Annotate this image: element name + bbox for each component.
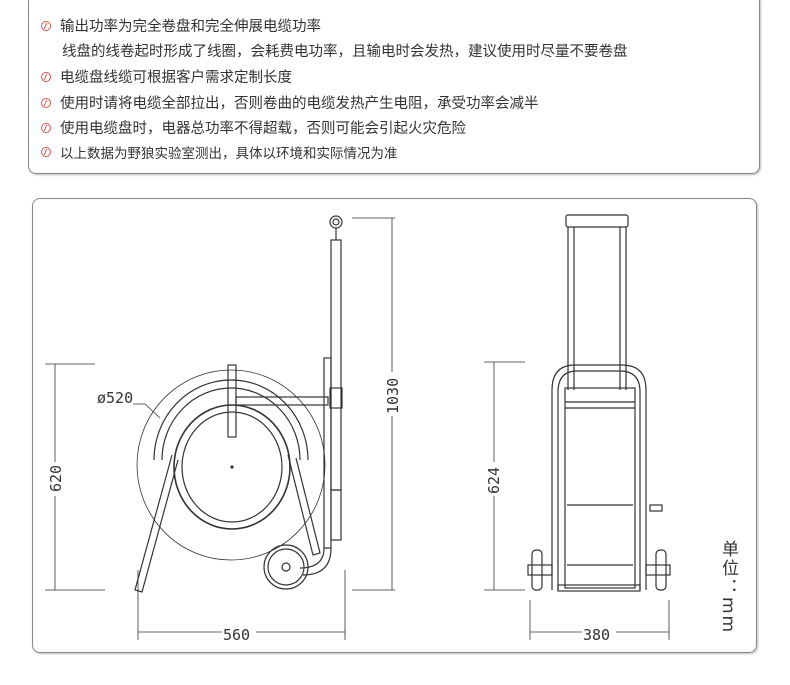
center-post bbox=[227, 364, 237, 438]
reel-hub-inner bbox=[181, 411, 283, 523]
note-item: 使用时请将电缆全部拉出，否则卷曲的电缆发热产生电阻，承受功率会减半 bbox=[41, 92, 539, 113]
bullet-icon bbox=[41, 147, 51, 157]
bullet-icon bbox=[41, 20, 51, 31]
note-text: 使用时请将电缆全部拉出，否则卷曲的电缆发热产生电阻，承受功率会减半 bbox=[60, 96, 539, 112]
front-view bbox=[484, 214, 671, 640]
side-view bbox=[45, 215, 395, 640]
rear-leg bbox=[287, 454, 321, 556]
left-wheel bbox=[531, 549, 543, 591]
arch-frame bbox=[153, 379, 309, 461]
drawing-panel bbox=[32, 198, 757, 653]
bullet-icon bbox=[41, 71, 51, 82]
note-text: 以上数据为野狼实验室测出，具体以环境和实际情况为准 bbox=[60, 146, 398, 162]
reel-hub bbox=[173, 404, 291, 530]
note-text: 线盘的线卷起时形成了线圈，会耗费电功率，且输电时会发热，建议使用时尽量不要卷盘 bbox=[62, 44, 628, 60]
outer-frame bbox=[551, 364, 647, 590]
total-height-label: 1030 bbox=[384, 378, 402, 414]
reel-disc bbox=[136, 369, 326, 561]
note-text: 输出功率为完全卷盘和完全伸展电缆功率 bbox=[60, 19, 321, 35]
cross-bar bbox=[235, 396, 329, 406]
note-text: 使用电缆盘时，电器总功率不得超载，否则可能会引起火灾危险 bbox=[60, 121, 466, 137]
wheel bbox=[263, 544, 309, 590]
handle-grip bbox=[565, 214, 629, 228]
reel-body bbox=[564, 387, 636, 589]
note-item: 输出功率为完全卷盘和完全伸展电缆功率 bbox=[41, 15, 321, 36]
handle-pole bbox=[330, 239, 342, 491]
notes-panel: 输出功率为完全卷盘和完全伸展电缆功率 线盘的线卷起时形成了线圈，会耗费电功率，且… bbox=[28, 0, 760, 174]
rear-post bbox=[323, 357, 332, 549]
note-item: 以上数据为野狼实验室测出，具体以环境和实际情况为准 bbox=[41, 142, 398, 162]
diameter-label: ø520 bbox=[97, 389, 133, 407]
unit-label: 单位：mm bbox=[718, 540, 738, 635]
right-wheel bbox=[655, 549, 667, 591]
side-width-label: 560 bbox=[223, 626, 250, 644]
note-item: 使用电缆盘时，电器总功率不得超载，否则可能会引起火灾危险 bbox=[41, 117, 466, 138]
bullet-icon bbox=[41, 122, 51, 133]
eye-ring bbox=[329, 215, 343, 229]
note-continuation: 线盘的线卷起时形成了线圈，会耗费电功率，且输电时会发热，建议使用时尽量不要卷盘 bbox=[62, 40, 628, 61]
note-item: 电缆盘线缆可根据客户需求定制长度 bbox=[41, 66, 292, 87]
front-height-label: 624 bbox=[485, 467, 503, 494]
side-height-label: 620 bbox=[47, 465, 65, 492]
front-leg bbox=[134, 454, 179, 593]
bullet-icon bbox=[41, 97, 51, 108]
front-width-label: 380 bbox=[583, 626, 610, 644]
note-text: 电缆盘线缆可根据客户需求定制长度 bbox=[60, 70, 292, 86]
